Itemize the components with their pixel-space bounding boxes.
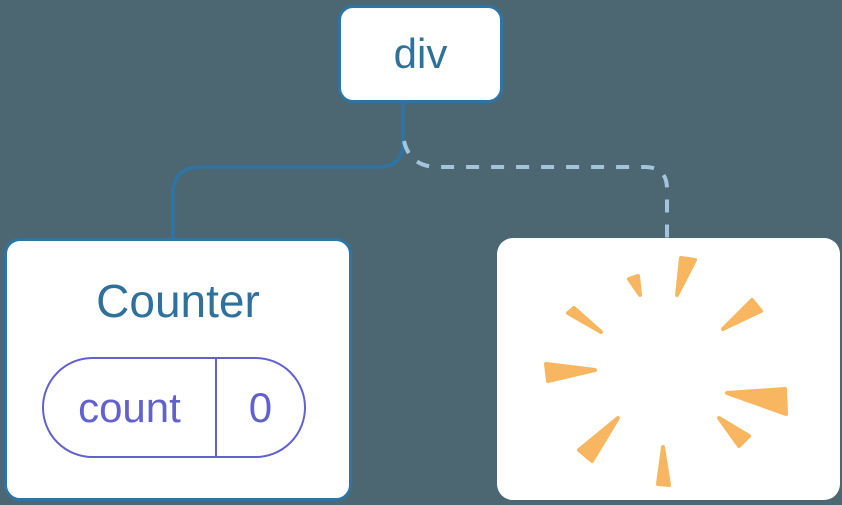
state-value-label: 0 (248, 383, 273, 431)
tree-node-counter: Counter count 0 (4, 238, 352, 501)
state-name-label: count (44, 359, 217, 456)
counter-state-pill: count 0 (42, 357, 306, 458)
poof-starburst-icon (544, 256, 788, 487)
connector-dashed-line (402, 140, 669, 238)
tree-node-removed (497, 238, 840, 500)
connector-solid-line (171, 102, 405, 240)
counter-node-title: Counter (96, 275, 260, 327)
tree-node-root: div (338, 5, 503, 103)
root-node-label: div (393, 30, 448, 77)
